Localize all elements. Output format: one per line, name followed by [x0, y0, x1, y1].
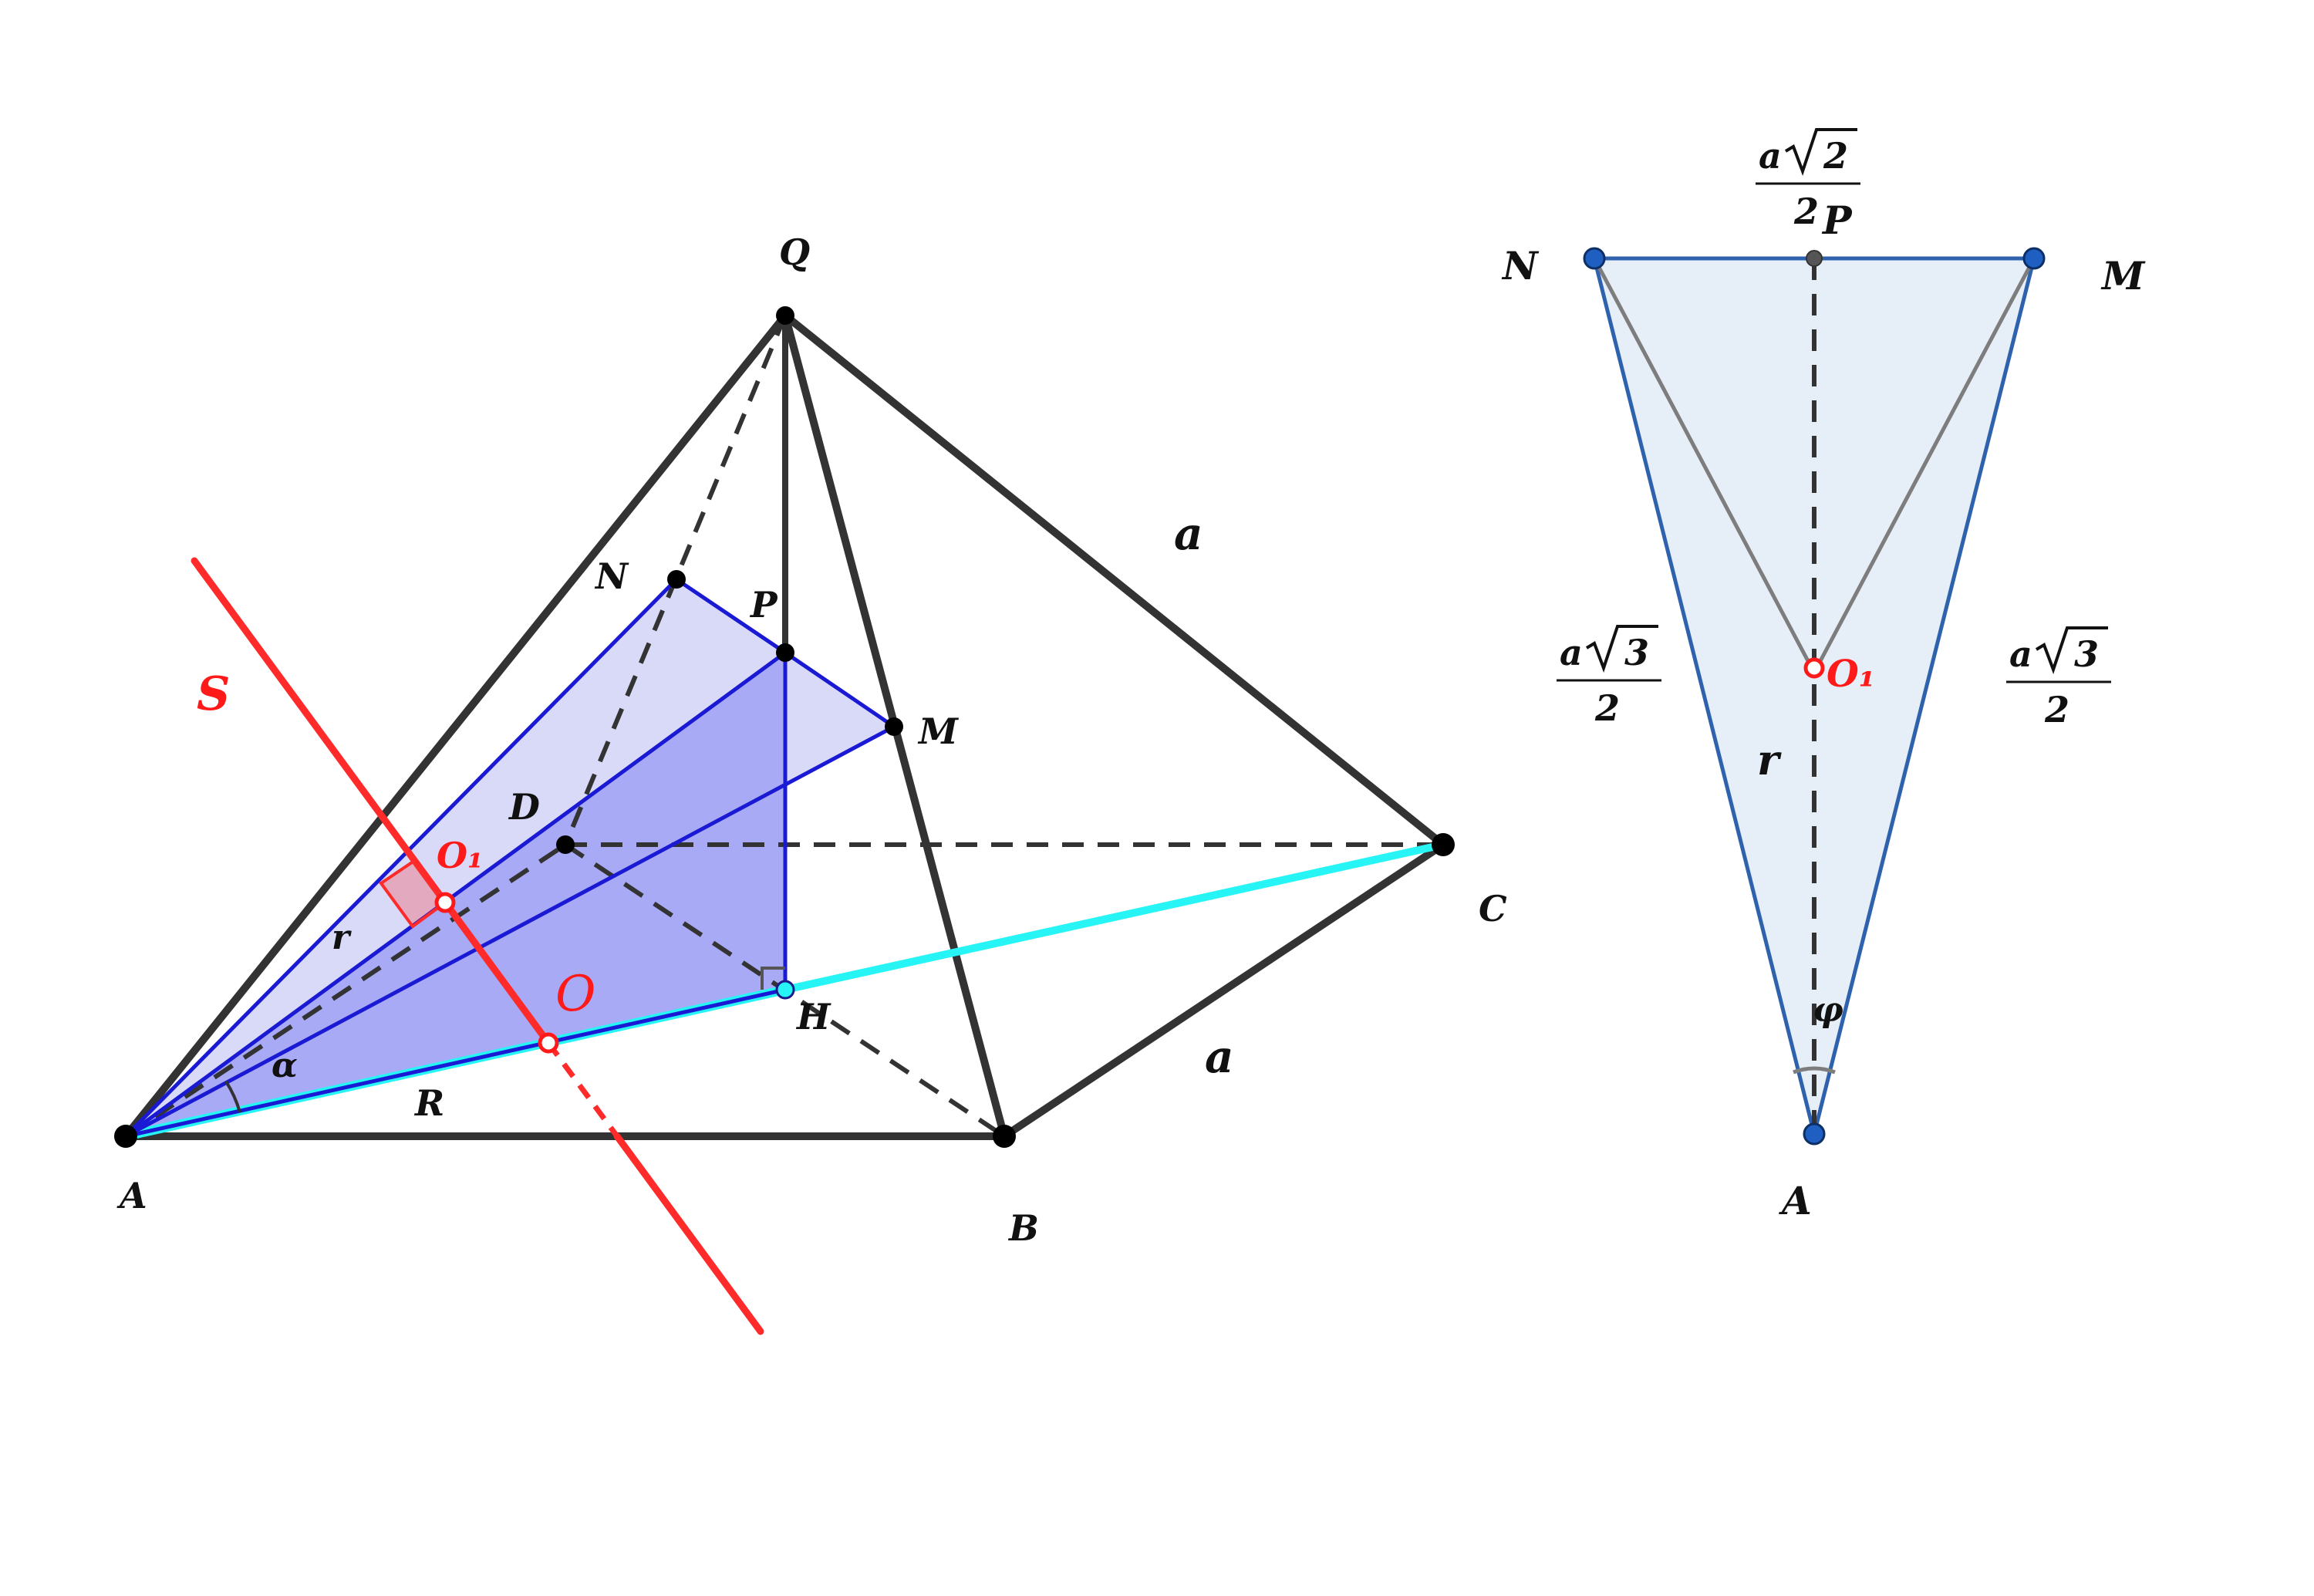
fraction-right-a: a [2009, 633, 2032, 675]
label-M: M [917, 710, 960, 752]
vertex-A [114, 1125, 137, 1148]
label-alpha: α [272, 1046, 298, 1085]
pyramid-figure: Q N P M D C A B H O₁ O S r R α a a [114, 231, 1507, 1335]
label-S: S [197, 667, 230, 721]
section-edge-AN [124, 578, 678, 1138]
angle-phi-arc [1793, 1066, 1836, 1075]
point-P [776, 643, 794, 662]
section-edge-NP [675, 577, 787, 655]
section-edge-AM [124, 724, 896, 1139]
label-M: M [2100, 253, 2146, 299]
label-phi: φ [1813, 990, 1843, 1030]
point-A [1803, 1122, 1826, 1146]
radical-right-icon [2035, 626, 2108, 674]
label-H: H [795, 996, 831, 1038]
fraction-right-rad: 3 [2074, 633, 2099, 675]
point-H [775, 980, 795, 1000]
fraction-left: a 3 2 [1557, 625, 1661, 729]
label-r: r [332, 918, 352, 957]
edge-BC [1000, 841, 1447, 1140]
fraction-left-rad: 3 [1624, 632, 1649, 673]
point-M [2022, 247, 2046, 270]
fraction-right: a 3 2 [2006, 626, 2111, 731]
fraction-top-den: 2 [1793, 191, 1819, 232]
edge-AD-hidden [124, 842, 567, 1139]
label-R: R [413, 1082, 444, 1124]
fraction-left-den: 2 [1594, 687, 1620, 729]
angle-alpha-arc [224, 1080, 241, 1113]
point-N [1583, 247, 1606, 270]
vertex-Q [776, 306, 794, 325]
radical-left-icon [1585, 625, 1658, 673]
label-Q: Q [779, 231, 810, 273]
segment-N-O1 [1592, 257, 1816, 674]
label-C: C [1479, 888, 1507, 930]
radical-top-icon [1784, 128, 1857, 176]
right-angle-O1 [379, 859, 447, 929]
segment-M-O1 [1812, 257, 2036, 674]
label-O: O [555, 966, 595, 1023]
point-P [1806, 250, 1823, 267]
label-P: P [1821, 197, 1853, 243]
segment-AH-blue [125, 987, 786, 1139]
label-O1: O₁ [1827, 653, 1875, 696]
fraction-left-a: a [1560, 632, 1583, 673]
fraction-top-a: a [1759, 135, 1782, 177]
label-N: N [594, 555, 629, 597]
label-a-base: a [1205, 1031, 1234, 1083]
label-A: A [1779, 1178, 1812, 1223]
diagonal-HC [784, 841, 1445, 994]
right-angle-H [761, 967, 785, 990]
segment-AP [124, 650, 787, 1139]
line-S-solid-lower [613, 1132, 764, 1335]
vertex-C [1432, 833, 1455, 856]
line-S-dashed [546, 1041, 619, 1139]
fraction-right-den: 2 [2044, 689, 2069, 731]
label-B: B [1007, 1207, 1039, 1249]
vertex-B [993, 1125, 1016, 1148]
fraction-top-rad: 2 [1823, 135, 1848, 177]
label-r: r [1757, 735, 1782, 785]
point-N [667, 570, 686, 589]
label-N: N [1501, 243, 1540, 288]
section-triangle-figure: N M P A O₁ r φ a 2 2 a 3 2 a 3 2 [1501, 128, 2146, 1223]
label-O1: O₁ [437, 835, 483, 876]
label-A: A [116, 1175, 147, 1216]
point-O [538, 1032, 559, 1054]
label-D: D [508, 786, 540, 828]
line-S-solid-upper [191, 557, 552, 1047]
point-O1 [1803, 657, 1825, 679]
section-edge-PM [784, 650, 896, 729]
label-a-side: a [1174, 508, 1203, 560]
point-M [885, 717, 903, 736]
fraction-top: a 2 2 [1756, 128, 1860, 232]
point-O1 [434, 892, 456, 913]
edge-QA [122, 312, 789, 1140]
edge-QC [781, 312, 1447, 849]
vertex-D [556, 835, 575, 854]
label-P: P [749, 584, 778, 626]
